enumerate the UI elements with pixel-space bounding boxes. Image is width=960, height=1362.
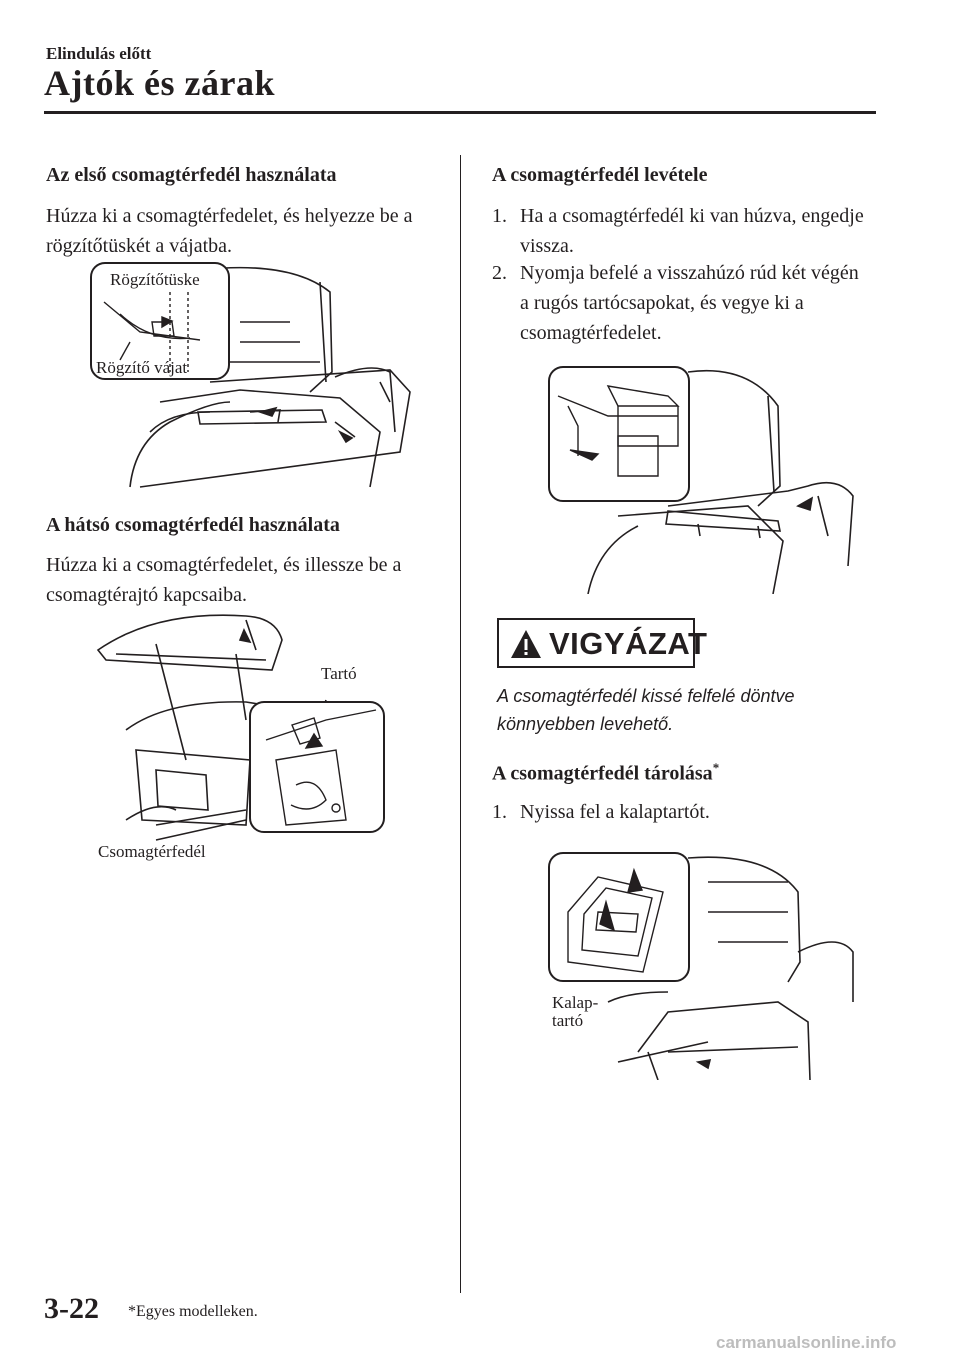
step-number: 1.: [492, 205, 507, 227]
removal-step-2: 2. Nyomja befelé a visszahúzó rúd két vé…: [492, 258, 872, 348]
storage-step-1: 1. Nyissa fel a kalaptartót.: [492, 797, 872, 831]
footnote: *Egyes modelleken.: [128, 1303, 258, 1320]
step-text: Ha a csomagtérfedél ki van húzva, engedj…: [520, 205, 864, 257]
page-number: 3-22: [44, 1292, 99, 1325]
label-retaining-pin: Rögzítőtüske: [110, 270, 200, 289]
storage-heading: A csomagtérfedél tárolása*: [492, 760, 719, 786]
front-cover-heading: Az első csomagtérfedél használata: [46, 164, 337, 186]
rear-cover-text: Húzza ki a csomagtérfedelet, és illessze…: [46, 554, 402, 606]
step-number: 1.: [492, 801, 507, 823]
rear-cover-illustration: [96, 614, 385, 841]
front-cover-illustration: [90, 262, 411, 488]
label-parcel-shelf: Kalap- tartó: [552, 994, 598, 1030]
storage-heading-text: A csomagtérfedél tárolása: [492, 762, 713, 785]
figure-cover-removal: [548, 366, 858, 594]
step-text: Nyomja befelé a visszahúzó rúd két végén…: [520, 262, 859, 344]
page-title: Ajtók és zárak: [44, 63, 275, 103]
caution-box: VIGYÁZAT: [497, 618, 707, 668]
rear-cover-heading: A hátsó csomagtérfedél használata: [46, 514, 340, 536]
caution-text: A csomagtérfedél kissé felfelé döntve kö…: [497, 686, 795, 734]
warning-triangle-icon: [511, 630, 541, 658]
figure-front-cover: Rögzítőtüske Rögzítő vájat: [90, 262, 450, 490]
label-holder: Tartó: [321, 664, 357, 683]
label-parcel-shelf-line1: Kalap-: [552, 993, 599, 1012]
step-text: Nyissa fel a kalaptartót.: [520, 801, 710, 823]
cover-storage-illustration: [548, 852, 854, 1080]
caution-label: VIGYÁZAT: [549, 626, 708, 661]
label-parcel-shelf-line2: tartó: [552, 1011, 584, 1030]
label-luggage-cover: Csomagtérfedél: [98, 842, 206, 861]
front-cover-text: Húzza ki a csomagtérfedelet, és helyezze…: [46, 205, 413, 257]
header-rule: [44, 111, 876, 114]
figure-rear-cover: Tartó Csomagtérfedél: [96, 610, 388, 870]
removal-step-1: 1. Ha a csomagtérfedél ki van húzva, eng…: [492, 201, 872, 261]
cover-removal-illustration: [548, 366, 854, 594]
storage-footnote-mark: *: [712, 760, 720, 775]
column-divider: [460, 155, 461, 1293]
removal-heading: A csomagtérfedél levétele: [492, 164, 708, 186]
watermark: carmanualsonline.info: [716, 1333, 897, 1352]
label-retaining-slot: Rögzítő vájat: [96, 358, 188, 377]
step-number: 2.: [492, 262, 507, 284]
chapter-label: Elindulás előtt: [46, 44, 152, 63]
figure-cover-storage: Kalap- tartó: [548, 852, 858, 1080]
